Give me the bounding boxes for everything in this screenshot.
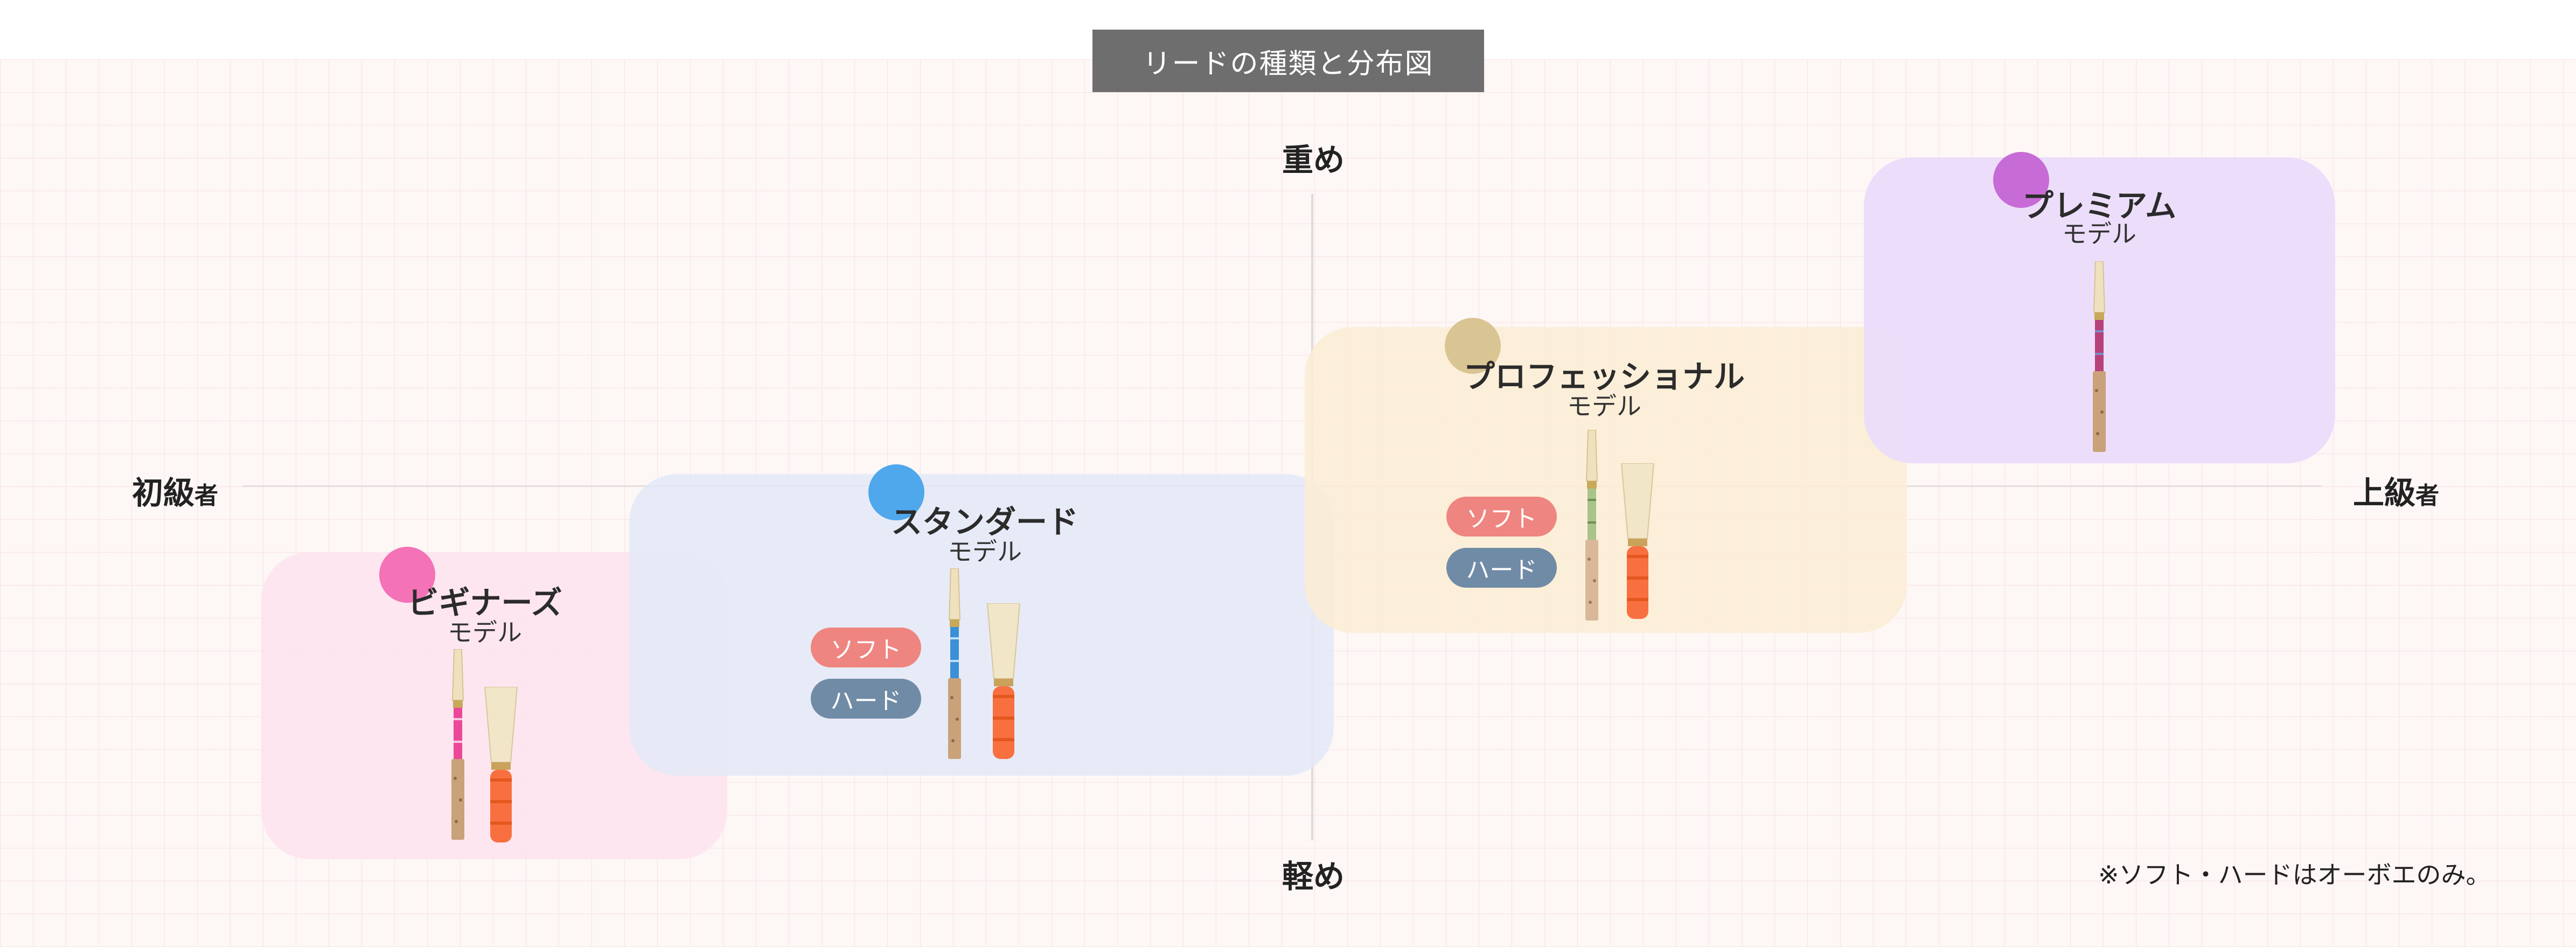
dot-beginners — [379, 547, 435, 603]
model-sub-standard: モデル — [948, 537, 1022, 566]
zone-professional — [1305, 327, 1907, 633]
dot-premium — [1993, 152, 2049, 208]
model-name-premium: プレミアム — [2022, 187, 2176, 224]
model-name-beginners: ビギナーズ — [407, 584, 562, 621]
soft-label-professional: ソフト — [1446, 497, 1557, 537]
bassoon-reed-image-professional — [1620, 463, 1655, 619]
bassoon-reed-image-standard — [986, 603, 1021, 759]
model-sub-professional: モデル — [1567, 392, 1641, 421]
axis-label-advanced: 上級者 — [2353, 475, 2440, 511]
hard-label-standard: ハード — [811, 679, 921, 719]
dot-professional — [1445, 318, 1501, 374]
footnote: ※ソフト・ハードはオーボエのみ。 — [2098, 860, 2491, 889]
hard-label-professional: ハード — [1446, 548, 1557, 588]
oboe-reed-image-standard — [948, 568, 961, 759]
dot-standard — [868, 464, 924, 520]
soft-label-standard: ソフト — [811, 628, 921, 667]
model-sub-premium: モデル — [2062, 219, 2136, 248]
oboe-reed-image-professional — [1585, 430, 1598, 621]
oboe-reed-image-premium — [2093, 261, 2106, 452]
axis-label-heavy: 重め — [1282, 142, 1345, 178]
model-name-professional: プロフェッショナル — [1463, 358, 1745, 395]
oboe-reed-image-beginners — [451, 649, 464, 840]
axis-label-light: 軽め — [1282, 858, 1345, 895]
diagram-title: リードの種類と分布図 — [1092, 30, 1484, 92]
axis-label-beginner: 初級者 — [132, 475, 219, 511]
bassoon-reed-image-beginners — [484, 687, 518, 842]
model-sub-beginners: モデル — [448, 618, 522, 647]
model-name-standard: スタンダード — [890, 504, 1079, 540]
zone-standard — [629, 474, 1334, 776]
